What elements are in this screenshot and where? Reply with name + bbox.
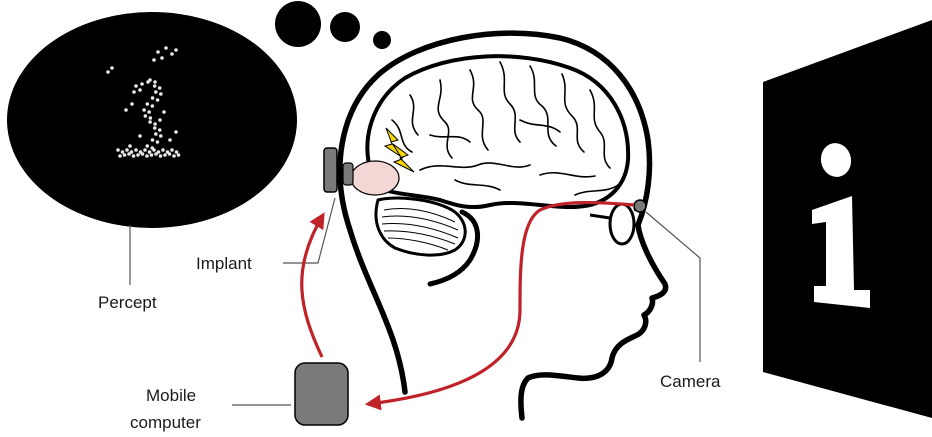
percept-dot xyxy=(153,122,157,126)
percept-dot xyxy=(134,84,138,88)
percept-dot xyxy=(159,134,163,138)
percept-dot xyxy=(168,152,172,156)
percept-dot xyxy=(160,56,164,60)
percept-label: Percept xyxy=(98,293,157,312)
percept-dot xyxy=(174,48,178,52)
percept-dot xyxy=(123,153,127,157)
percept-dot xyxy=(162,110,166,114)
percept-dot xyxy=(116,148,120,152)
percept-dot xyxy=(124,108,128,112)
percept-dot xyxy=(151,96,155,100)
percept-dot xyxy=(156,140,160,144)
percept-dot xyxy=(156,98,160,102)
percept-dot xyxy=(157,150,161,154)
brain-outline xyxy=(367,56,628,207)
percept-dot xyxy=(145,144,149,148)
percept-dot xyxy=(144,114,148,118)
percept-dot xyxy=(106,70,110,74)
signal-arrow-computer-to-implant xyxy=(302,215,323,357)
camera-label: Camera xyxy=(660,372,721,391)
percept-dot xyxy=(130,150,134,154)
implant-device xyxy=(324,148,337,192)
percept-dot xyxy=(125,148,129,152)
implant-electrode xyxy=(343,163,353,185)
percept-dot xyxy=(136,153,140,157)
percept-dot xyxy=(174,130,178,134)
percept-dot xyxy=(132,90,136,94)
percept-dot xyxy=(132,154,136,158)
implant-label: Implant xyxy=(196,254,252,273)
camera-device xyxy=(634,200,646,212)
mobile-computer-label-line2: computer xyxy=(130,413,201,432)
percept-dot xyxy=(153,126,157,130)
percept-dot xyxy=(138,88,142,92)
percept-dot xyxy=(161,148,165,152)
percept-dot xyxy=(170,52,174,56)
percept-dot xyxy=(150,153,154,157)
percept-dot xyxy=(153,80,157,84)
percept-dot xyxy=(145,154,149,158)
percept-dot xyxy=(121,150,125,154)
percept-dot xyxy=(130,102,134,106)
percept-dot xyxy=(159,154,163,158)
percept-dot xyxy=(148,150,152,154)
percept-dot xyxy=(148,120,152,124)
percept-dot xyxy=(168,138,172,142)
percept-dot xyxy=(153,84,157,88)
percept-dot xyxy=(149,116,153,120)
implant-leader-line xyxy=(283,198,335,263)
percept-dot xyxy=(146,80,150,84)
percept-bubble xyxy=(7,12,297,228)
percept-dot xyxy=(158,128,162,132)
percept-dot xyxy=(154,132,158,136)
percept-dot xyxy=(143,148,147,152)
thought-bubble-medium xyxy=(330,12,360,42)
mobile-computer-device xyxy=(295,363,348,425)
mobile-computer-label-line1: Mobile xyxy=(146,386,196,405)
thought-bubble-small xyxy=(373,31,391,49)
percept-dot xyxy=(158,118,162,122)
percept-dot xyxy=(158,86,162,90)
percept-dot xyxy=(110,66,114,70)
percept-dot xyxy=(172,154,176,158)
percept-dot xyxy=(147,110,151,114)
percept-dot xyxy=(146,102,150,106)
percept-dot xyxy=(140,82,144,86)
stimulated-region xyxy=(351,161,399,195)
percept-dot xyxy=(170,148,174,152)
percept-dot xyxy=(118,154,122,158)
percept-dot xyxy=(159,92,163,96)
percept-dot xyxy=(134,148,138,152)
camera-leader-line xyxy=(646,212,700,362)
percept-dot xyxy=(151,104,155,108)
percept-dot xyxy=(156,50,160,54)
percept-dot xyxy=(175,150,179,154)
percept-dot xyxy=(164,46,168,50)
percept-dot xyxy=(177,153,181,157)
percept-dot xyxy=(138,134,142,138)
thought-bubble-large xyxy=(275,1,321,47)
percept-dot xyxy=(154,90,158,94)
percept-dot xyxy=(163,153,167,157)
percept-dot xyxy=(151,138,155,142)
percept-dot xyxy=(128,144,132,148)
percept-dot xyxy=(152,148,156,152)
percept-dot xyxy=(142,108,146,112)
percept-dot xyxy=(152,58,156,62)
percept-dot xyxy=(141,152,145,156)
